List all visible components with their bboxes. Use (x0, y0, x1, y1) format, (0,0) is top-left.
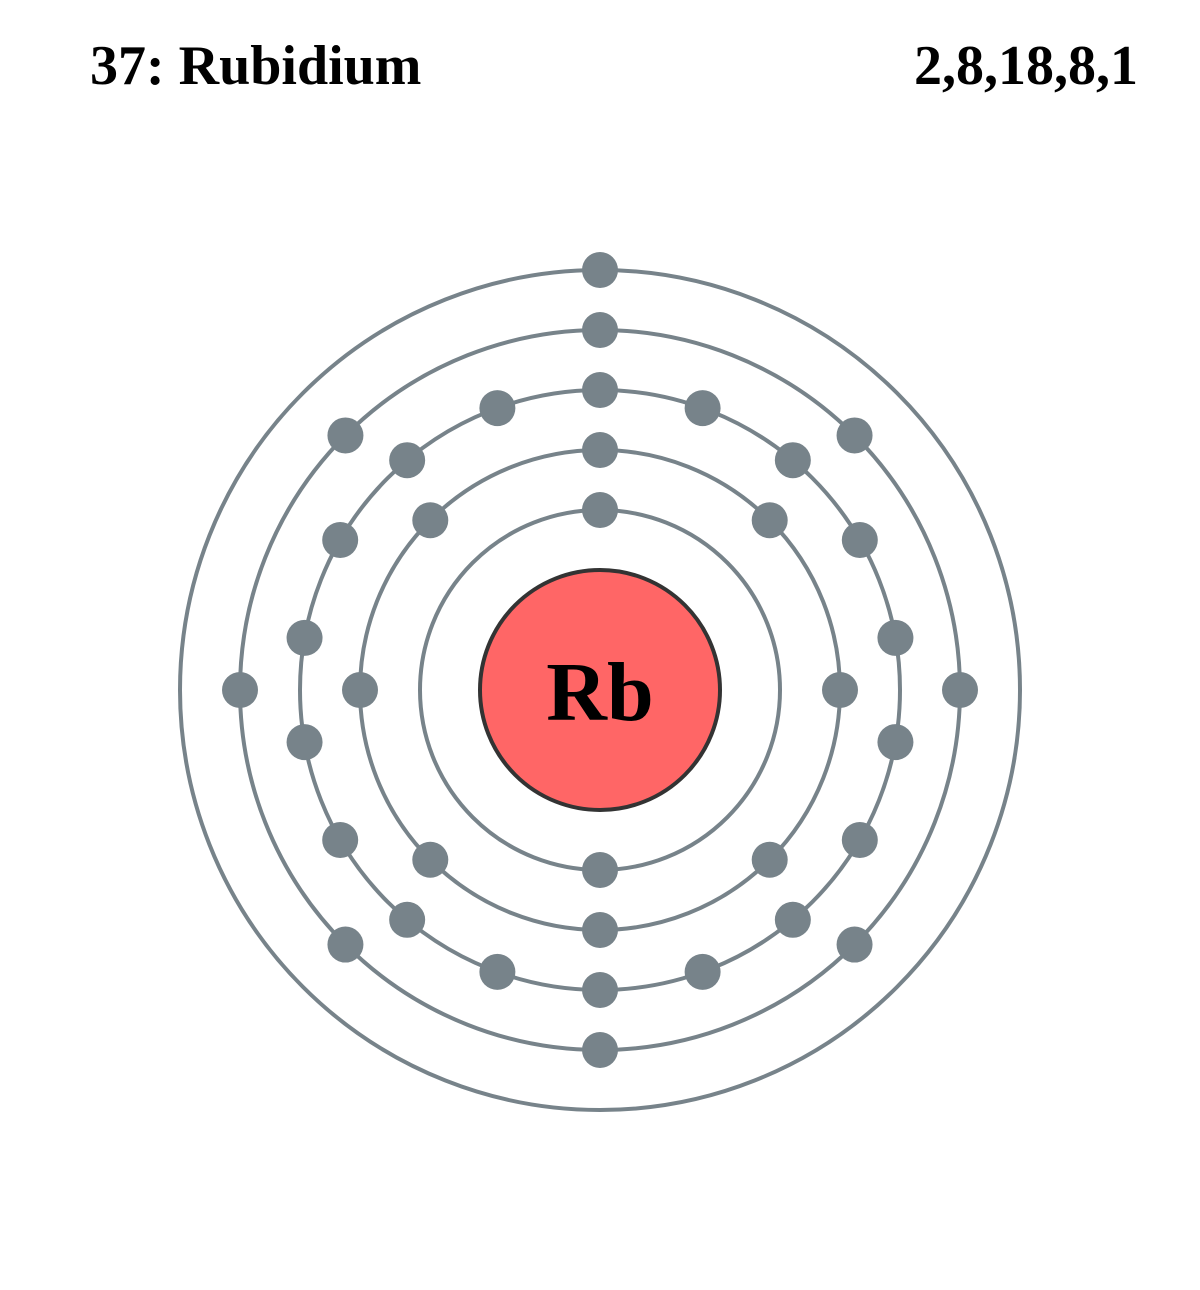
electron-shell-2-3 (822, 672, 858, 708)
electron-shell-4-7 (222, 672, 258, 708)
electron-shell-5-1 (582, 252, 618, 288)
electron-shell-2-5 (582, 912, 618, 948)
electron-shell-3-3 (774, 442, 811, 479)
electron-shell-3-11 (479, 953, 516, 990)
electron-shell-2-7 (342, 672, 378, 708)
electron-shell-3-18 (479, 390, 516, 427)
electron-shell-3-13 (322, 822, 359, 858)
electron-shell-3-12 (389, 901, 426, 938)
electron-shell-3-15 (286, 619, 323, 656)
electron-shell-1-1 (582, 492, 618, 528)
electron-shell-1-2 (582, 852, 618, 888)
electron-shell-2-4 (751, 841, 788, 878)
electron-shell-3-9 (684, 953, 721, 990)
electron-shell-2-2 (751, 502, 788, 539)
nucleus-group: Rb (478, 568, 722, 812)
electron-shell-3-10 (582, 972, 618, 1008)
electron-shell-3-17 (389, 442, 426, 479)
electron-configuration: 2,8,18,8,1 (914, 35, 1138, 97)
electron-shell-4-1 (582, 312, 618, 348)
electron-shell-4-8 (327, 417, 364, 454)
electron-shell-3-14 (286, 724, 323, 761)
electron-shell-2-8 (412, 502, 449, 539)
electron-shell-3-1 (582, 372, 618, 408)
electron-shell-2-6 (412, 841, 449, 878)
electron-shell-2-1 (582, 432, 618, 468)
electron-shell-4-3 (942, 672, 978, 708)
electron-shell-3-6 (877, 724, 914, 761)
element-title: 37: Rubidium (90, 35, 422, 97)
electron-shells (178, 252, 1022, 1112)
electron-shell-4-6 (327, 926, 364, 963)
electron-shell-4-2 (836, 417, 873, 454)
electron-shell-3-5 (877, 619, 914, 656)
electron-shell-3-16 (322, 522, 359, 558)
electron-shell-3-2 (684, 390, 721, 427)
electron-shell-3-8 (774, 901, 811, 938)
electron-shell-3-4 (841, 522, 878, 558)
electron-shell-4-5 (582, 1032, 618, 1068)
electron-shell-3-7 (841, 822, 878, 858)
nucleus (478, 568, 722, 812)
electron-shell-4-4 (836, 926, 873, 963)
element-symbol: Rb (546, 646, 653, 739)
